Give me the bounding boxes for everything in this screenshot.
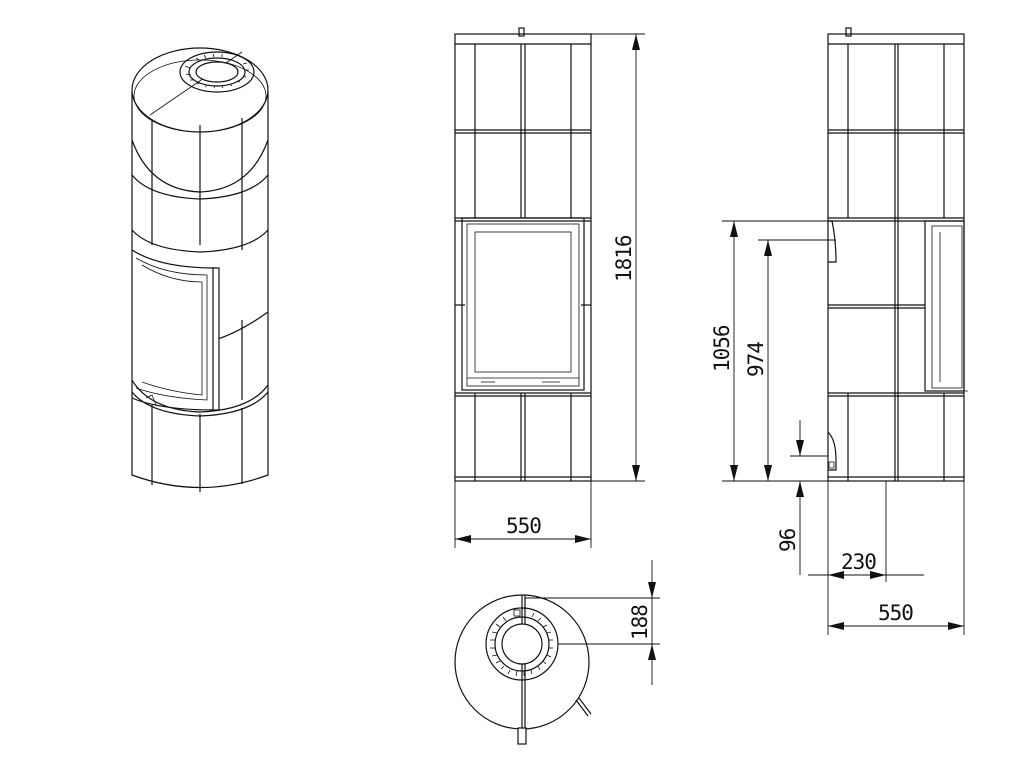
dimension-side-outlet-offset: 230 [808,481,924,635]
dimension-label-side-inlet-height: 974 [744,342,768,377]
dimension-top-offset: 188 [525,560,660,685]
dimension-label-front-width: 550 [506,514,541,538]
dimension-label-side-depth: 550 [878,601,913,625]
dimension-label-top-offset: 188 [628,605,652,640]
dimension-label-total-height: 1816 [612,235,636,282]
dimension-label-side-outlet-height: 1056 [710,325,734,372]
top-view-grille-slots [490,612,553,677]
dimension-total-height: 1816 [591,33,645,482]
front-view [454,27,592,482]
dimension-side-floor-inlet: 96 [776,420,828,575]
dimension-side-outlet-height: 1056 [710,220,828,482]
dimension-label-side-floor-inlet: 96 [776,528,800,552]
side-view [827,27,968,482]
dimension-label-side-outlet-offset: 230 [841,550,876,574]
dimension-side-inlet-height: 974 [744,239,836,481]
dimension-front-width: 550 [454,481,592,548]
top-view [454,594,592,745]
top-grille-slots [184,53,249,89]
perspective-view [131,47,269,492]
dimension-side-depth: 550 [828,481,965,635]
